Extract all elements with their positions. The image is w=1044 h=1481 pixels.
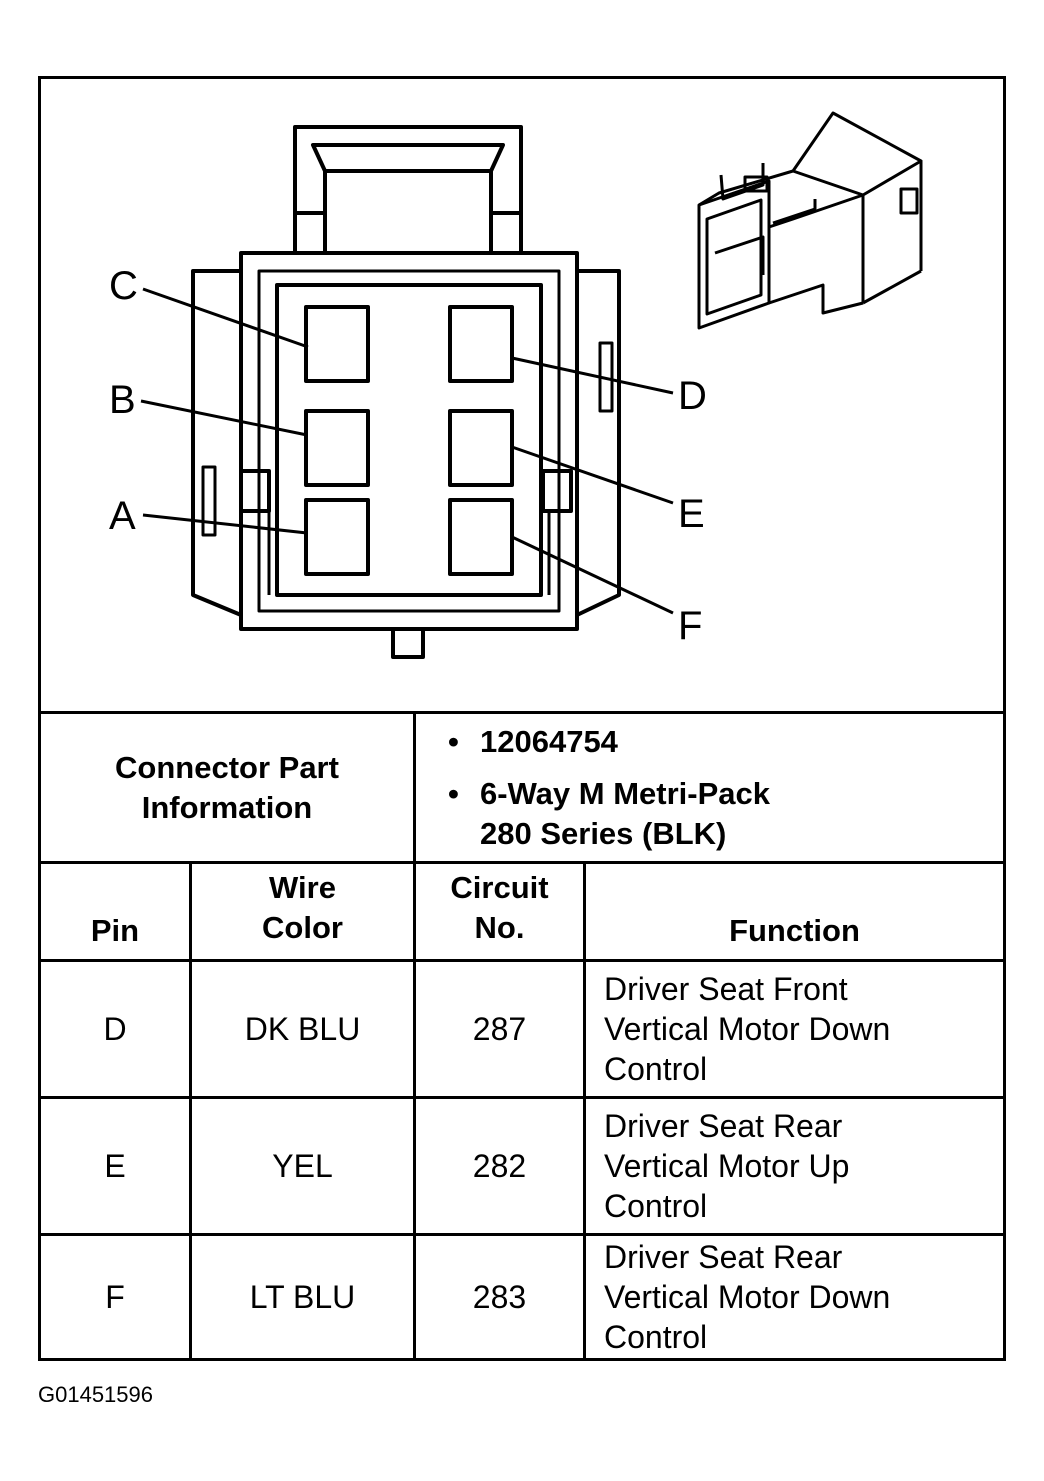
header-circuit: Circuit No. (413, 864, 583, 959)
pin-cavity-c (304, 305, 370, 383)
pin-cavity-d (448, 305, 514, 383)
cell-wire-color: DK BLU (189, 962, 413, 1096)
cell-pin: F (105, 1279, 125, 1315)
connector-info-row: Connector Part Information 12064754 6-Wa… (41, 711, 1003, 861)
connector-frame: C B A D E F Connector Part Information 1… (38, 76, 1006, 1361)
cell-circuit: 283 (413, 1236, 583, 1358)
connector-part-number: 12064754 (438, 722, 770, 762)
pin-label-c: C (109, 264, 138, 308)
pin-labels: C B A D E F (109, 264, 707, 648)
cell-function: Driver Seat Rear Vertical Motor Down Con… (583, 1236, 1003, 1358)
connector-3d-view (697, 111, 923, 330)
header-function: Function (583, 864, 1003, 959)
header-wire-color: Wire Color (189, 864, 413, 959)
connector-info-values: 12064754 6-Way M Metri-Pack 280 Series (… (413, 714, 1003, 861)
table-row: D DK BLU 287 Driver Seat Front Vertical … (41, 959, 1003, 1096)
pin-cavity-a (304, 498, 370, 576)
cell-circuit: 287 (413, 962, 583, 1096)
cell-function: Driver Seat Front Vertical Motor Down Co… (583, 962, 1003, 1096)
pin-cavity-f (448, 498, 514, 576)
connector-type: 6-Way M Metri-Pack 280 Series (BLK) (438, 774, 770, 854)
table-header-row: Pin Wire Color Circuit No. Function (41, 861, 1003, 959)
table-row: F LT BLU 283 Driver Seat Rear Vertical M… (41, 1233, 1003, 1358)
leader-lines (140, 287, 674, 615)
pin-label-d: D (678, 374, 707, 418)
pin-label-b: B (109, 378, 136, 422)
cell-function: Driver Seat Rear Vertical Motor Up Contr… (583, 1099, 1003, 1233)
pin-label-a: A (109, 494, 136, 538)
pin-label-f: F (678, 604, 702, 648)
table-row: E YEL 282 Driver Seat Rear Vertical Moto… (41, 1096, 1003, 1233)
pin-cavities (304, 305, 514, 576)
cell-wire-color: LT BLU (189, 1236, 413, 1358)
cell-wire-color: YEL (189, 1099, 413, 1233)
cell-pin: E (104, 1148, 126, 1184)
header-pin: Pin (90, 913, 140, 948)
cell-pin: D (103, 1011, 127, 1047)
connector-diagram: C B A D E F (41, 79, 1003, 711)
figure-id: G01451596 (38, 1382, 153, 1407)
connector-info-label: Connector Part Information (115, 749, 339, 825)
connector-latch (293, 125, 523, 255)
pin-cavity-b (304, 409, 370, 487)
connector-body (191, 251, 621, 659)
pin-cavity-e (448, 409, 514, 487)
cell-circuit: 282 (413, 1099, 583, 1233)
pin-label-e: E (678, 492, 705, 536)
